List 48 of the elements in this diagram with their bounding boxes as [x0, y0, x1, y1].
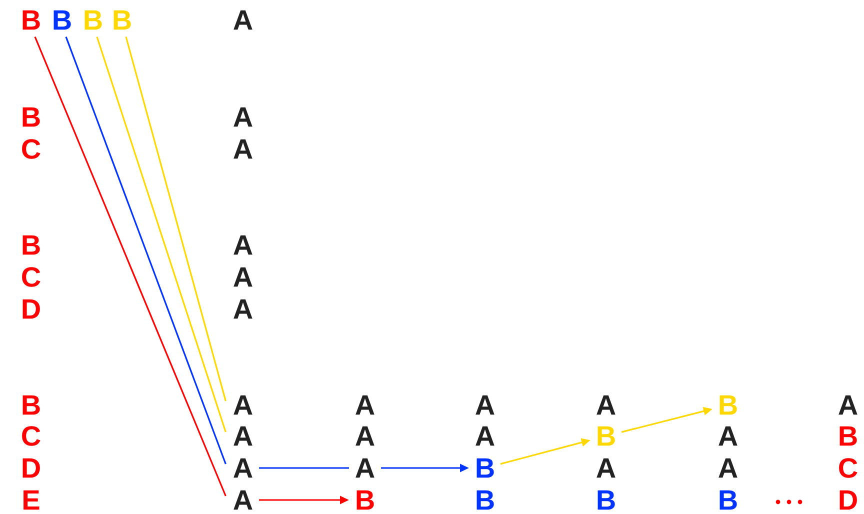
letter: B — [22, 395, 40, 415]
letter: A — [718, 426, 738, 446]
letter: D — [840, 490, 857, 510]
letter: B — [54, 10, 71, 30]
letter: C — [22, 267, 40, 287]
letter: A — [596, 395, 616, 415]
letter: B — [476, 490, 494, 510]
letter: B — [22, 10, 40, 30]
connector-line — [65, 36, 226, 464]
letter: A — [356, 458, 374, 478]
letter: E — [24, 490, 40, 510]
letter: B — [22, 235, 40, 255]
letter: A — [234, 267, 252, 287]
letter: B — [22, 107, 40, 127]
connector-line — [259, 467, 349, 469]
letter: C — [22, 139, 40, 159]
letter: B — [840, 426, 857, 446]
letter: A — [234, 490, 252, 510]
letter: A — [476, 426, 494, 446]
letter: A — [596, 458, 616, 478]
connector-line — [34, 36, 226, 496]
letter: D — [22, 458, 40, 478]
letter: A — [356, 426, 374, 446]
letter: B — [598, 490, 615, 510]
letter: C — [22, 426, 40, 446]
letter: A — [234, 395, 252, 415]
letter: A — [356, 395, 374, 415]
letter: A — [476, 395, 494, 415]
letter: A — [838, 395, 858, 415]
letter: A — [234, 107, 252, 127]
letter: B — [114, 10, 131, 30]
letter: B — [356, 490, 374, 510]
letter: B — [720, 490, 737, 510]
letter: A — [234, 235, 252, 255]
connector-line — [96, 36, 226, 432]
letter: A — [234, 458, 252, 478]
letter: B — [598, 426, 615, 446]
connector-line — [125, 36, 226, 402]
letter: A — [718, 458, 738, 478]
letter: C — [839, 458, 858, 478]
letter: B — [84, 10, 102, 30]
letter: B — [720, 395, 737, 415]
letter: D — [22, 299, 40, 319]
letter: B — [476, 458, 494, 478]
letter: A — [234, 139, 252, 159]
letter: A — [234, 426, 252, 446]
letter: A — [234, 299, 252, 319]
letter: A — [234, 10, 252, 30]
